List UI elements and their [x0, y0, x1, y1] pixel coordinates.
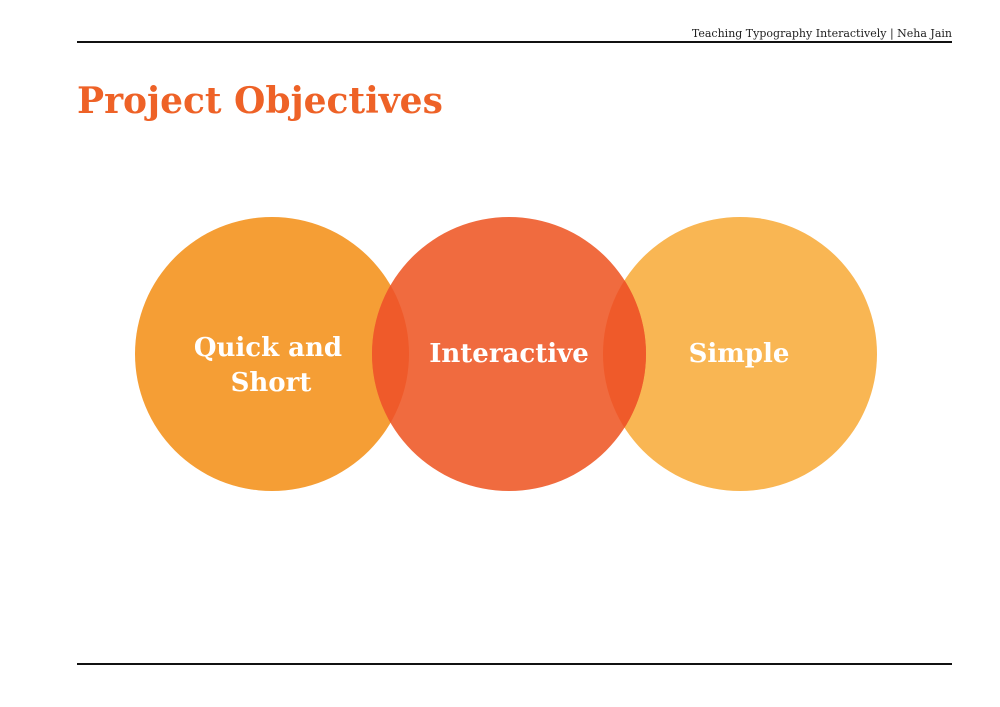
circle-quick-short — [135, 217, 409, 491]
label-quick-line2: Short — [231, 368, 312, 398]
header-text: Teaching Typography Interactively | Neha… — [691, 27, 952, 40]
label-quick-line1: Quick and — [194, 333, 342, 363]
page-title: Project Objectives — [77, 80, 443, 122]
label-interactive: Interactive — [429, 339, 589, 369]
circle-simple — [603, 217, 877, 491]
footer-rule — [77, 663, 952, 665]
header-rule — [77, 41, 952, 43]
circle-interactive — [372, 217, 646, 491]
label-simple: Simple — [689, 339, 790, 369]
